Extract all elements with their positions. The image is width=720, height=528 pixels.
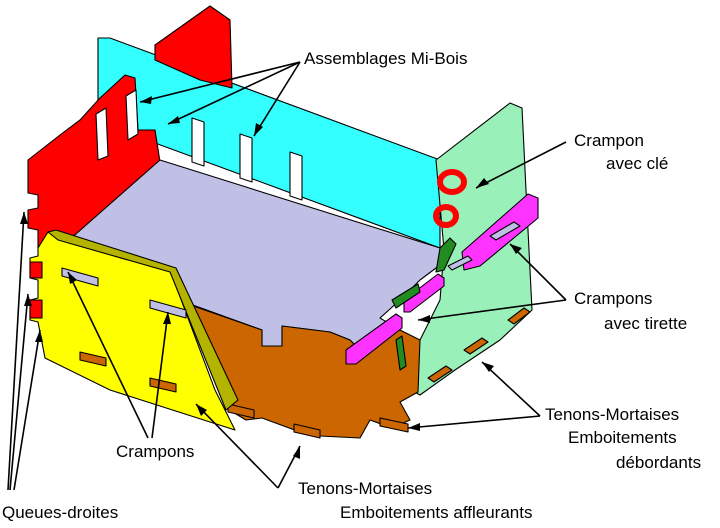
labels: Assemblages Mi-Bois Crampon avec clé Cra… [2, 49, 701, 522]
tenon [379, 417, 409, 433]
arrowhead [20, 212, 28, 224]
cle-ring [433, 204, 459, 228]
label-tenons-affleurants-1: Tenons-Mortaises [298, 479, 432, 498]
arrowhead [482, 362, 494, 372]
slot [95, 107, 109, 161]
cle-ring [437, 169, 467, 195]
green-key [391, 283, 421, 309]
slot [125, 89, 139, 141]
crampon-cle [433, 169, 467, 228]
arrowhead [254, 123, 263, 136]
label-crampon-cle-2: avec clé [606, 154, 668, 173]
mortise [79, 351, 107, 367]
label-crampons: Crampons [116, 442, 194, 461]
mortise [29, 261, 43, 279]
crampon-slot [447, 255, 473, 271]
mortise [149, 377, 177, 393]
tirette [345, 313, 403, 365]
label-crampons-tirette-1: Crampons [574, 289, 652, 308]
leader-line [13, 329, 41, 491]
arrowhead [196, 404, 207, 416]
orange-panel [175, 299, 421, 439]
leader-line [9, 293, 29, 491]
crampon-slot [489, 221, 521, 241]
tenon [427, 365, 453, 383]
leader-line [7, 211, 25, 491]
leader-line [481, 361, 541, 417]
label-tenons-affleurants-2: Emboitements affleurants [340, 503, 532, 522]
tenon [507, 307, 531, 325]
leader-line [167, 61, 301, 125]
green-panel-face [387, 102, 533, 396]
arrowhead [510, 244, 522, 254]
green-panel [387, 102, 533, 396]
leader-line [151, 311, 169, 439]
label-crampons-tirette-2: avec tirette [604, 314, 687, 333]
slot [289, 151, 303, 201]
arrowhead [163, 312, 171, 324]
tenon [227, 403, 255, 419]
leader-line [139, 61, 301, 103]
tirette [403, 273, 445, 313]
label-tenons-debordants-2: Emboitements [568, 428, 677, 447]
arrowhead [293, 446, 300, 459]
label-crampon-cle-1: Crampon [574, 131, 644, 150]
tenon [293, 423, 321, 439]
green-key [395, 335, 407, 371]
yellow-panel-edge [47, 229, 239, 411]
crampon-slot [61, 267, 99, 287]
arrowheads [20, 96, 522, 459]
red-panel-top [154, 5, 233, 89]
leader-line [195, 403, 279, 489]
arrowhead [24, 294, 32, 306]
mortise [29, 299, 43, 319]
crampon-slot [149, 299, 187, 319]
leader-line [475, 141, 567, 189]
leader-line [253, 61, 301, 137]
arrowhead [476, 178, 489, 188]
tenon [463, 337, 489, 355]
leader-line [67, 271, 149, 439]
green-tenons [427, 307, 531, 383]
arrowhead [68, 272, 77, 284]
arrowhead [140, 96, 152, 104]
orange-panel-face [175, 299, 421, 439]
label-assemblages: Assemblages Mi-Bois [304, 49, 467, 68]
arrowhead [418, 315, 430, 323]
arrowhead [408, 423, 420, 431]
leader-line [509, 243, 567, 301]
green-key [435, 237, 457, 273]
label-tenons-debordants-1: Tenons-Mortaises [545, 405, 679, 424]
arrowhead [35, 330, 43, 342]
slot [191, 117, 205, 167]
arrowhead [168, 116, 180, 124]
yellow-panel [29, 229, 239, 431]
label-queues-droites: Queues-droites [2, 503, 118, 522]
slot [239, 133, 253, 183]
tirettes [345, 193, 539, 365]
leader-lines [7, 61, 567, 491]
green-keys [391, 237, 457, 371]
leader-line [417, 299, 567, 321]
leader-line [407, 415, 541, 429]
label-tenons-debordants-3: débordants [616, 453, 701, 472]
